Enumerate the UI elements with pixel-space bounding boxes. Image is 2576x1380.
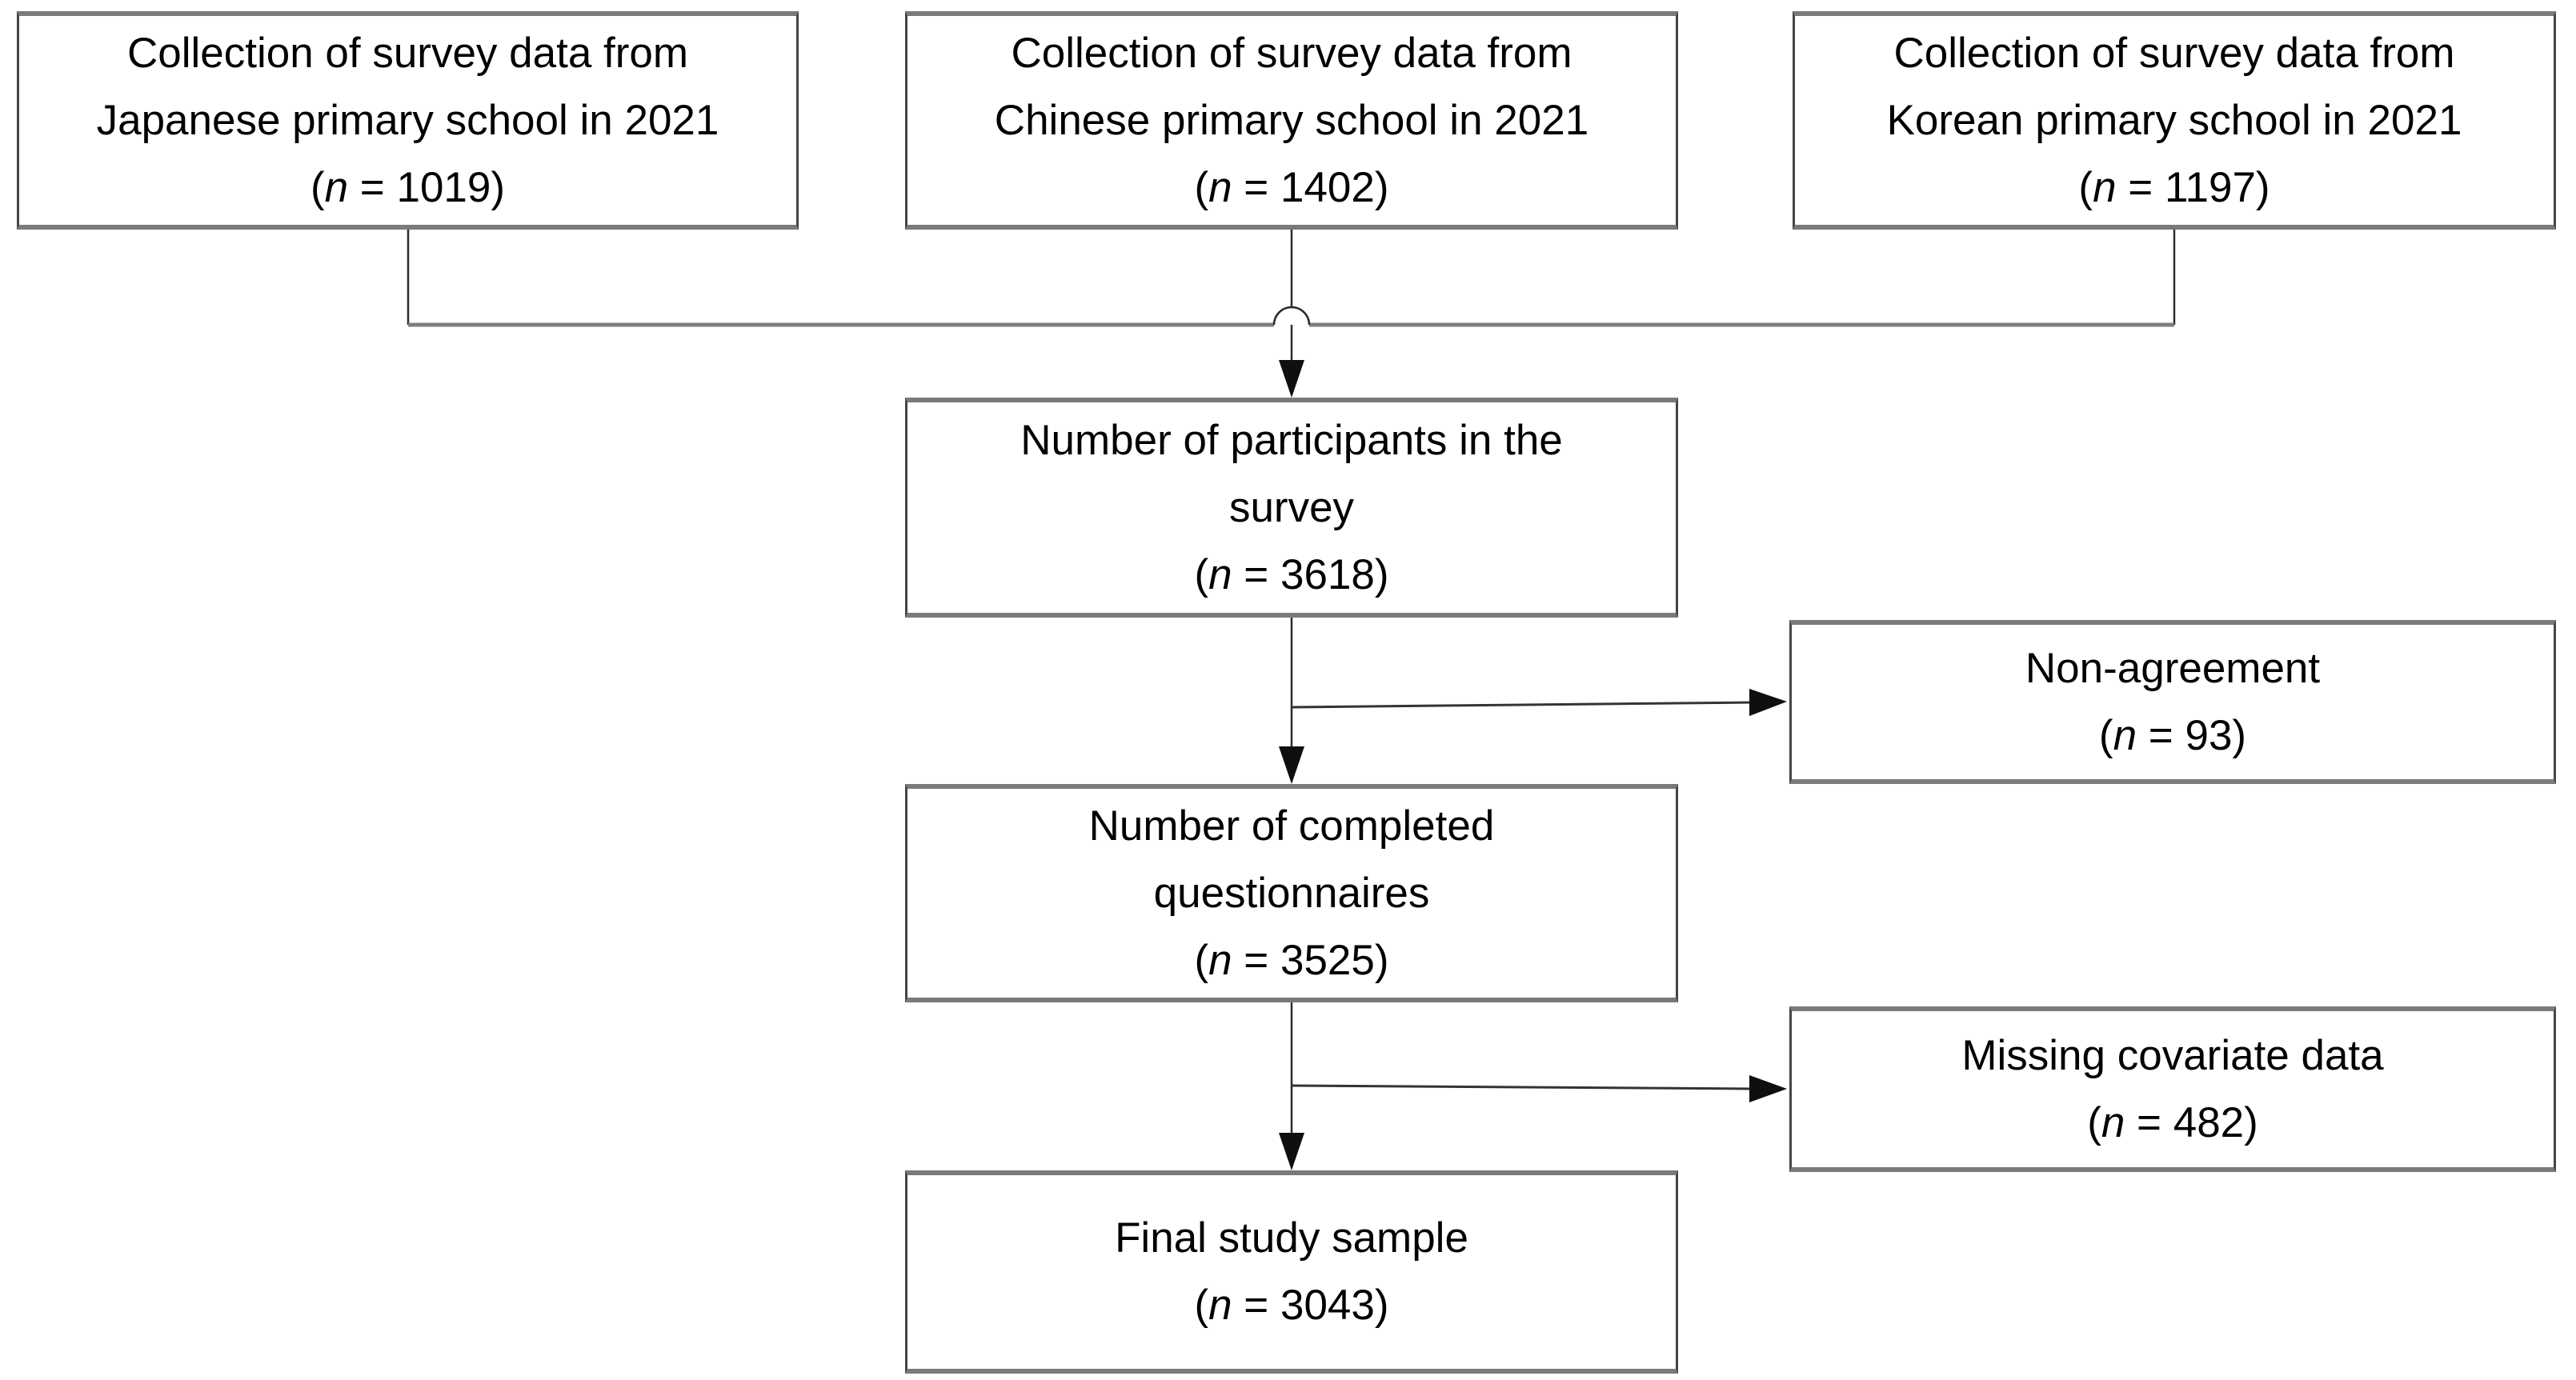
missing-n: (n = 482)	[2087, 1098, 2258, 1146]
korea-n: (n = 1197)	[2078, 163, 2270, 211]
final-line-1: Final study sample	[1115, 1214, 1468, 1262]
china-line-2: Chinese primary school in 2021	[994, 96, 1589, 144]
arrow-right-missing-icon	[1749, 1075, 1787, 1102]
questionnaires-n: (n = 3525)	[1194, 936, 1389, 984]
questionnaires-line-1: Number of completed	[1088, 802, 1495, 850]
japan-n: (n = 1019)	[310, 163, 506, 211]
box-china-collection: Collection of survey data from Chinese p…	[905, 11, 1678, 230]
participants-line-1: Number of participants in the	[1020, 416, 1563, 464]
korea-line-1: Collection of survey data from	[1893, 29, 2455, 77]
japan-line-1: Collection of survey data from	[126, 29, 689, 77]
final-n: (n = 3043)	[1194, 1282, 1389, 1329]
questionnaires-line-2: questionnaires	[1153, 869, 1430, 917]
arrow-down-questionnaires-icon	[1279, 746, 1304, 784]
japan-line-2: Japanese primary school in 2021	[96, 96, 719, 144]
branch-line-non-agreement	[1292, 701, 1753, 709]
china-line-1: Collection of survey data from	[1011, 29, 1572, 77]
box-non-agreement: Non-agreement (n = 93)	[1789, 620, 2556, 784]
missing-line-1: Missing covariate data	[1961, 1031, 2384, 1079]
line-jump-arc	[1272, 306, 1311, 326]
korea-line-2: Korean primary school in 2021	[1886, 96, 2462, 144]
participants-line-2: survey	[1228, 483, 1355, 531]
non-agreement-line-1: Non-agreement	[2025, 644, 2321, 692]
box-questionnaires: Number of completed questionnaires (n = …	[905, 784, 1678, 1002]
participants-n: (n = 3618)	[1194, 550, 1389, 598]
non-agreement-n: (n = 93)	[2098, 711, 2247, 759]
box-participants: Number of participants in the survey (n …	[905, 398, 1678, 618]
box-missing-covariate: Missing covariate data (n = 482)	[1789, 1006, 2556, 1172]
box-japan-collection: Collection of survey data from Japanese …	[17, 11, 799, 230]
arrow-down-final-icon	[1279, 1133, 1304, 1170]
box-final-sample: Final study sample (n = 3043)	[905, 1170, 1678, 1374]
arrow-right-non-agreement-icon	[1749, 689, 1787, 716]
china-n: (n = 1402)	[1194, 163, 1389, 211]
branch-line-missing	[1292, 1084, 1753, 1090]
arrow-down-participants-icon	[1279, 360, 1304, 398]
box-korea-collection: Collection of survey data from Korean pr…	[1793, 11, 2556, 230]
